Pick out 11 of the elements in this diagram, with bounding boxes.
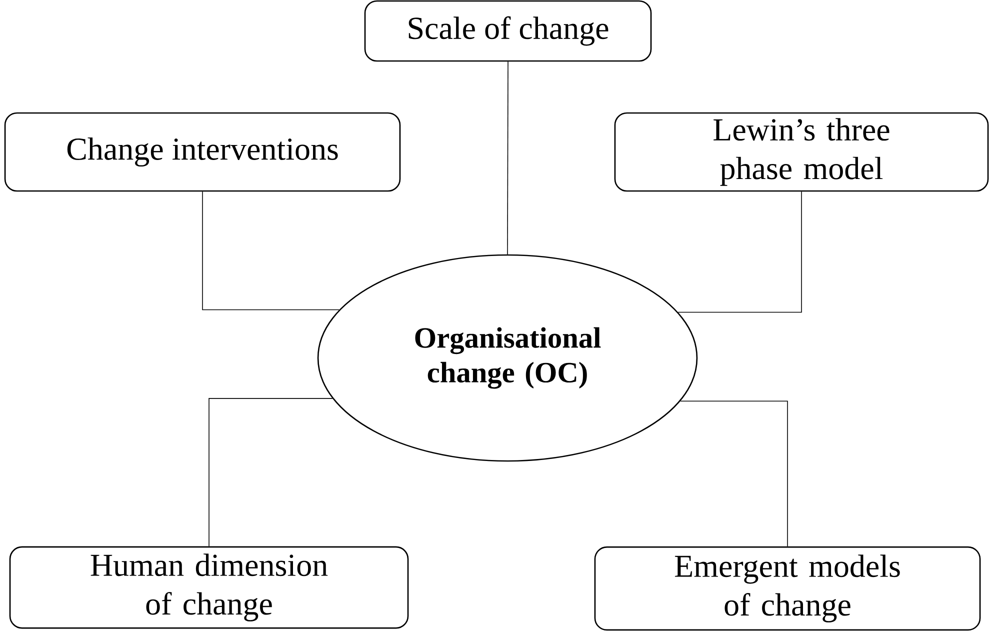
connector	[680, 400, 788, 547]
connector	[202, 191, 340, 310]
rounded-box: Emergent models of change	[594, 546, 981, 631]
rounded-box: Human dimension of change	[9, 546, 409, 629]
oval: Organisational change (OC)	[317, 254, 698, 462]
connector	[208, 398, 333, 547]
connector	[507, 61, 508, 255]
rounded-box: Change interventions	[4, 112, 401, 192]
connector	[678, 191, 802, 313]
rounded-box: Scale of change	[364, 0, 652, 62]
rounded-box: Lewin’s three phase model	[614, 112, 989, 192]
